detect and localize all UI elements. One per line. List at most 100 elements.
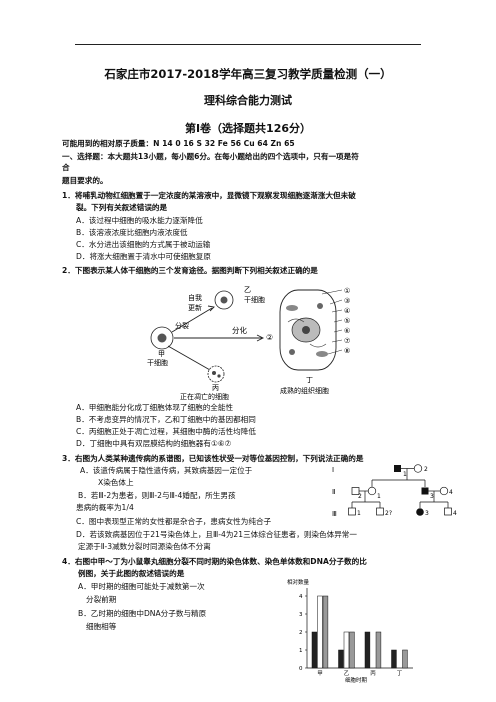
q1-option-c: C．水分进出该细胞的方式属于被动运输: [76, 240, 211, 249]
gen2-num-2: 2: [358, 493, 362, 500]
bar: [322, 595, 329, 669]
gen3-num-2: 2?: [385, 510, 392, 517]
bar: [338, 649, 344, 669]
bar: [317, 595, 323, 669]
x-tick-label: 丁: [397, 670, 403, 677]
x-tick-label: 丙: [370, 670, 376, 677]
instructions-line-2: 合: [62, 163, 70, 172]
top-rule: [75, 44, 421, 45]
y-tick-label: 1: [299, 648, 303, 654]
q2-option-a: A．甲细胞能分化成丁细胞体现了细胞的全能性: [76, 403, 234, 412]
bar: [343, 631, 350, 669]
gen1-male-affected: [394, 465, 401, 472]
q1-stem-1: 1．将哺乳动物红细胞置于一定浓度的某溶液中，显微镜下观察发现细胞逐渐涨大但未破: [62, 191, 356, 200]
gen3-male-1: [348, 507, 356, 516]
q3-option-b-2: 患病的概率为1/4: [76, 503, 134, 512]
q2-option-c: C．丙细胞正处于凋亡过程，其细胞中酶的活性均降低: [76, 427, 256, 436]
q4-stem-1: 4．右图中甲～丁为小鼠睾丸细胞分裂不同时期的染色体数、染色单体数和DNA分子数的…: [62, 557, 367, 566]
marker-7: ⑦: [344, 337, 350, 345]
arrow-to-bing: [167, 345, 211, 371]
q3-option-b-1: B．若Ⅲ-2为患者，则Ⅲ-2与Ⅲ-4婚配，所生男孩: [78, 491, 236, 500]
gen2-male-3: [421, 487, 429, 495]
y-tick-label: 4: [299, 594, 303, 600]
gen2-num-4: 4: [449, 489, 453, 496]
q4-option-a-1: A．甲时期的细胞可能处于减数第一次: [78, 582, 205, 591]
gen3-num-1: 1: [357, 510, 361, 517]
q1-option-b: B．该溶液浓度比细胞内液浓度低: [76, 228, 188, 237]
q3-stem: 3．右图为人类某种遗传病的系谱图，已知该性状受一对等位基因控制，下列说法正确的是: [62, 454, 364, 463]
bar: [402, 649, 408, 669]
q1-option-d: D．将涨大细胞置于清水中可使细胞复原: [76, 252, 211, 261]
jia-text: 甲: [158, 350, 165, 358]
gen-2-label: Ⅱ: [332, 488, 335, 496]
q3-option-c: C．图中表现型正常的女性都是杂合子，患病女性为纯合子: [76, 517, 272, 526]
gen-3-label: Ⅲ: [332, 510, 337, 518]
organelle-markers: ① ③ ④ ⑤ ⑥ ⑦ ⑧: [321, 287, 350, 355]
gen2-female-1: [367, 486, 377, 496]
atomic-masses: 可能用到的相对原子质量：N 14 0 16 S 32 Fe 56 Cu 64 Z…: [62, 139, 295, 148]
bing-label: 正在凋亡的细胞: [180, 392, 229, 400]
marker-4: ④: [344, 307, 350, 315]
q4-stem-2: 例图，关于此图的叙述错误的是: [78, 569, 185, 578]
gen3-male-4: [444, 507, 452, 516]
section-title: 第Ⅰ卷（选择题共126分）: [184, 122, 312, 135]
q3-option-a-1: A．该遗传病属于隐性遗传病，其致病基因一定位于: [80, 466, 253, 475]
y-tick-label: 3: [299, 612, 303, 618]
gen2-num-3: 3: [430, 493, 434, 500]
gen2-female-4: [439, 486, 449, 496]
ding-text: 丁: [306, 376, 313, 384]
label-2: ②: [266, 333, 273, 342]
pedigree-chart: Ⅰ Ⅱ Ⅲ 1 2 1 3 4 2 1 2? 3 4: [332, 464, 457, 518]
instructions-line-1: 一、选择题：本大题共13小题，每小题6分。在每小题给出的四个选项中，只有一项是符: [62, 152, 359, 161]
ding-label: 成熟的组织细胞: [280, 386, 329, 395]
jia-label: 干细胞: [147, 358, 168, 367]
bar: [364, 631, 371, 669]
cell-bing-frag-2: [217, 374, 221, 378]
bar: [391, 649, 397, 669]
y-tick-label: 0: [299, 666, 303, 672]
stem-cell-diagram: 甲 干细胞 乙 干细胞 自我 更新 分裂 分化 丙 正在凋亡的细胞 ② ① ③ …: [147, 286, 350, 400]
marker-5: ⑤: [344, 317, 350, 325]
cell-ding-organelle-3: [317, 303, 323, 309]
exam-subtitle: 理科综合能力测试: [204, 94, 292, 107]
gen3-female-3: [416, 508, 424, 516]
instructions-line-3: 题目要求的。: [62, 176, 108, 185]
q1-stem-2: 裂。下列有关叙述错误的是: [76, 203, 168, 212]
marker-8: ⑧: [344, 347, 350, 355]
gen1-num-1: 1: [403, 471, 407, 478]
q3-option-d-2: 定源于Ⅱ-3减数分裂时同源染色体不分离: [78, 542, 211, 551]
q1-option-a: A．该过程中细胞的吸水能力逐渐降低: [76, 216, 203, 225]
bar: [375, 631, 382, 669]
cell-ding-er: [287, 318, 327, 348]
gen-1-label: Ⅰ: [332, 466, 334, 474]
gen3-male-2: [376, 507, 384, 516]
q2-option-d: D．丁细胞中具有双层膜结构的细胞器有①⑥⑦: [76, 439, 232, 448]
self-renew-1: 自我: [188, 293, 202, 302]
chart-ylabel: 相对数量: [287, 578, 310, 586]
arrowhead-yi: [207, 305, 215, 312]
marker-3: ③: [344, 297, 350, 305]
arrowhead-diff: [256, 334, 265, 342]
arrow-to-yi: [171, 307, 213, 333]
bar-chart: 相对数量 43210 甲乙丙丁 细胞时期: [287, 578, 413, 684]
cell-bing: [207, 365, 225, 383]
cell-ding-organelle-4: [289, 349, 295, 355]
gen1-num-2: 2: [424, 466, 428, 473]
marker-1: ①: [344, 287, 350, 295]
cell-jia-nucleus: [157, 333, 167, 343]
yi-label: 干细胞: [244, 295, 265, 304]
cell-yi-nucleus: [220, 296, 228, 304]
bar: [349, 631, 355, 669]
divide-text: 分裂: [175, 321, 189, 330]
q4-option-b-2: 细胞相等: [86, 622, 117, 631]
chart-xlabel: 细胞时期: [345, 676, 368, 684]
self-renew-2: 更新: [188, 303, 202, 312]
bar: [311, 631, 318, 669]
q3-option-a-2: X染色体上: [98, 478, 134, 487]
gen3-num-3: 3: [425, 510, 429, 517]
cell-bing-frag-1: [212, 371, 216, 375]
cell-ding-organelle-2: [316, 351, 328, 357]
bing-text: 丙: [212, 384, 219, 392]
yi-text: 乙: [244, 286, 251, 294]
gen2-num-1: 1: [377, 493, 381, 500]
